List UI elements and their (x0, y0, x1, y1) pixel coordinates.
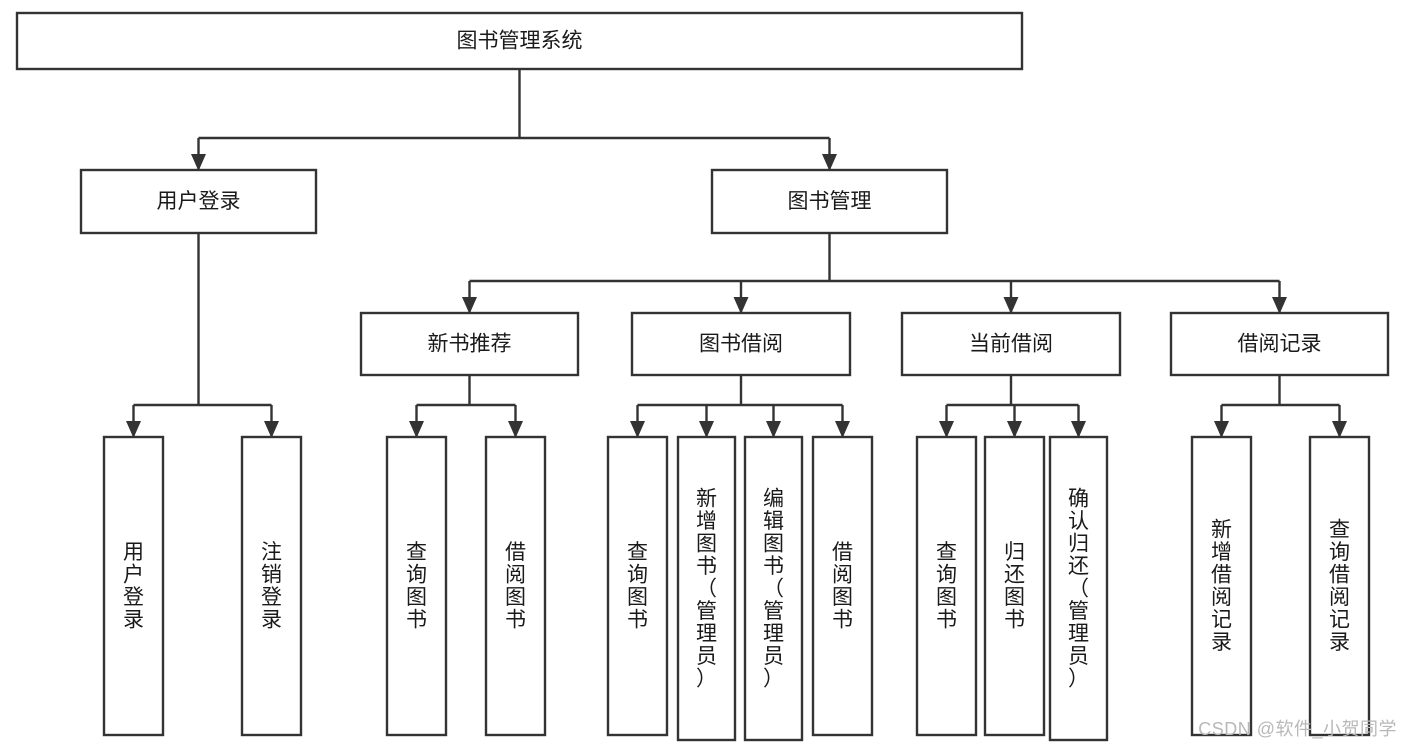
node-box-root (15, 11, 1024, 71)
node-label-leaf-borrow-do: 借阅图书 (832, 541, 853, 632)
node-leaf-rec-add[interactable]: 新增借阅记录 (1190, 435, 1253, 737)
node-leaf-user-login[interactable]: 用户登录 (102, 435, 165, 737)
node-box-leaf-cur-confirm (1048, 435, 1109, 742)
node-root[interactable]: 图书管理系统 (15, 11, 1024, 71)
connector-group-root (191, 69, 837, 171)
node-box-book-manage (710, 168, 949, 235)
node-box-leaf-rec-add (1190, 435, 1253, 737)
node-leaf-cur-return[interactable]: 归还图书 (983, 435, 1046, 737)
node-box-book-borrow (630, 311, 852, 377)
connector-layer (126, 69, 1347, 438)
connector-group-current-borrow (939, 375, 1086, 438)
node-label-borrow-record: 借阅记录 (1238, 333, 1322, 356)
connector-group-user-login (126, 233, 279, 438)
node-book-manage[interactable]: 图书管理 (710, 168, 949, 235)
node-leaf-borrow-query[interactable]: 查询图书 (606, 435, 669, 737)
node-new-book-rec[interactable]: 新书推荐 (359, 311, 580, 377)
node-layer: 图书管理系统用户登录图书管理新书推荐图书借阅当前借阅借阅记录用户登录注销登录查询… (15, 11, 1390, 742)
node-label-leaf-rec-add: 新增借阅记录 (1211, 519, 1232, 655)
csdn-watermark: CSDN @软件_小贺同学 (1198, 719, 1397, 739)
node-box-leaf-cur-return (983, 435, 1046, 737)
node-current-borrow[interactable]: 当前借阅 (900, 311, 1122, 377)
node-leaf-rec-search[interactable]: 查询借阅记录 (1308, 435, 1371, 737)
node-leaf-cur-query[interactable]: 查询图书 (915, 435, 978, 737)
node-label-current-borrow: 当前借阅 (969, 333, 1053, 356)
node-leaf-borrow-add[interactable]: 新增图书（管理员） (676, 435, 737, 742)
node-box-leaf-rec-query (385, 435, 448, 737)
node-label-leaf-borrow-add: 新增图书（管理员） (696, 487, 717, 690)
node-label-book-borrow: 图书借阅 (699, 333, 783, 356)
node-label-user-login: 用户登录 (157, 190, 241, 213)
node-label-leaf-user-login: 用户登录 (123, 541, 144, 632)
node-box-leaf-borrow-query (606, 435, 669, 737)
node-label-book-manage: 图书管理 (788, 190, 872, 213)
node-box-leaf-user-login (102, 435, 165, 737)
node-leaf-rec-query[interactable]: 查询图书 (385, 435, 448, 737)
connector-group-book-borrow (630, 375, 850, 438)
node-label-leaf-cur-return: 归还图书 (1004, 541, 1025, 632)
node-box-leaf-user-logout (240, 435, 303, 737)
node-user-login[interactable]: 用户登录 (79, 168, 318, 235)
node-leaf-borrow-do[interactable]: 借阅图书 (811, 435, 874, 737)
node-label-leaf-user-logout: 注销登录 (261, 541, 282, 632)
node-label-leaf-cur-query: 查询图书 (936, 541, 957, 632)
connector-group-borrow-record (1214, 375, 1347, 438)
node-leaf-cur-confirm[interactable]: 确认归还（管理员） (1048, 435, 1109, 742)
node-leaf-rec-borrow[interactable]: 借阅图书 (484, 435, 547, 737)
node-borrow-record[interactable]: 借阅记录 (1169, 311, 1390, 377)
node-box-new-book-rec (359, 311, 580, 377)
node-label-leaf-borrow-edit: 编辑图书（管理员） (763, 487, 784, 690)
node-label-leaf-rec-search: 查询借阅记录 (1329, 519, 1350, 655)
node-leaf-user-logout[interactable]: 注销登录 (240, 435, 303, 737)
node-box-leaf-cur-query (915, 435, 978, 737)
node-label-leaf-cur-confirm: 确认归还（管理员） (1068, 487, 1089, 690)
node-label-root: 图书管理系统 (457, 30, 583, 53)
node-label-leaf-borrow-query: 查询图书 (627, 541, 648, 632)
node-label-leaf-rec-borrow: 借阅图书 (505, 541, 526, 632)
node-box-current-borrow (900, 311, 1122, 377)
node-label-new-book-rec: 新书推荐 (428, 333, 512, 356)
node-leaf-borrow-edit[interactable]: 编辑图书（管理员） (743, 435, 804, 742)
node-box-borrow-record (1169, 311, 1390, 377)
node-label-leaf-rec-query: 查询图书 (406, 541, 427, 632)
node-box-leaf-borrow-add (676, 435, 737, 742)
node-box-leaf-rec-borrow (484, 435, 547, 737)
connector-group-book-manage (462, 233, 1287, 314)
node-box-user-login (79, 168, 318, 235)
node-box-leaf-borrow-edit (743, 435, 804, 742)
node-book-borrow[interactable]: 图书借阅 (630, 311, 852, 377)
node-box-leaf-borrow-do (811, 435, 874, 737)
connector-group-new-book-rec (409, 375, 523, 438)
node-box-leaf-rec-search (1308, 435, 1371, 737)
